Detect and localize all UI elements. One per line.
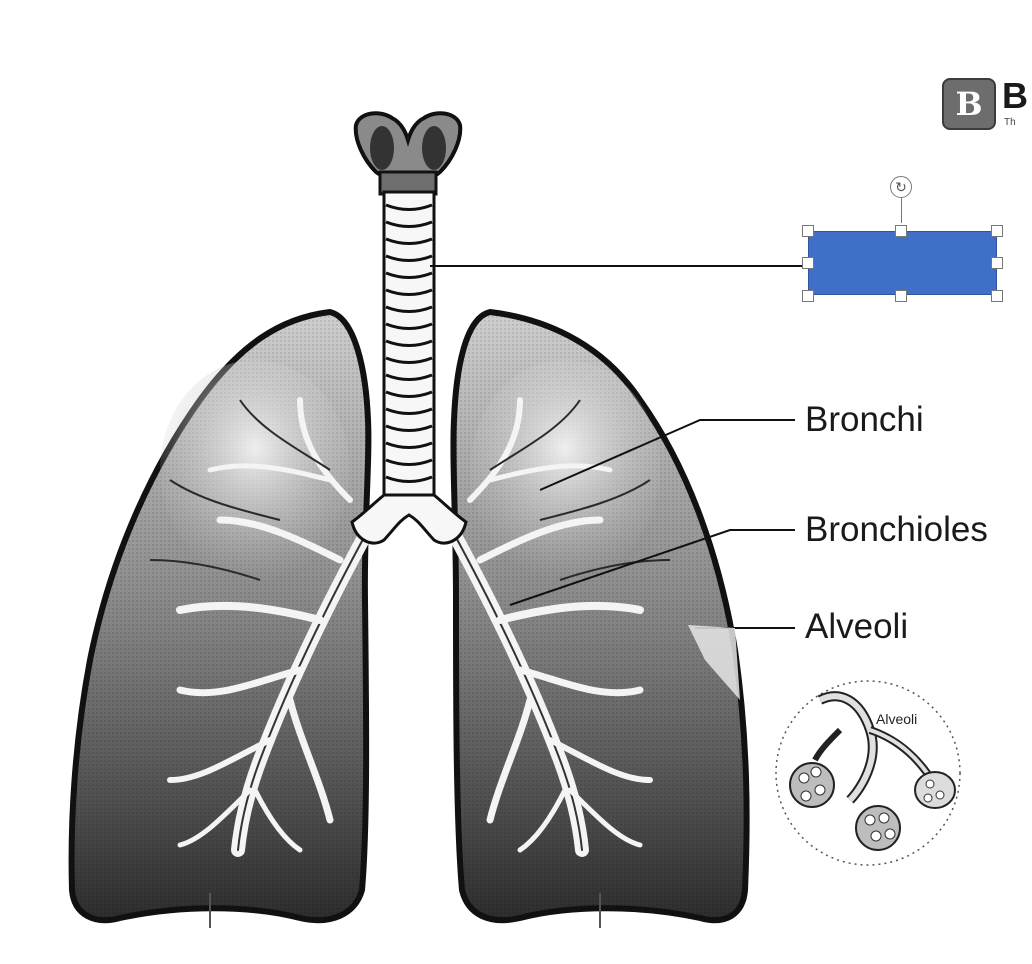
resize-handle-bottom-middle[interactable]: [895, 290, 907, 302]
resize-handle-top-middle[interactable]: [895, 225, 907, 237]
logo-wordmark: B: [1002, 78, 1028, 116]
trachea: [350, 190, 468, 545]
alveoli-region: [688, 625, 740, 700]
inset-label-alveoli: Alveoli: [876, 711, 918, 727]
logo-mark-icon: B: [942, 78, 996, 130]
resize-handle-top-left[interactable]: [802, 225, 814, 237]
bronchial-tree-left: [167, 397, 375, 857]
selected-label-box[interactable]: [808, 231, 997, 295]
resize-handle-bottom-right[interactable]: [991, 290, 1003, 302]
larynx: [353, 111, 463, 196]
logo-tagline: Th: [1004, 117, 1016, 128]
rotate-handle-icon[interactable]: ↻: [890, 176, 912, 198]
leader-line-bronchioles: [509, 529, 795, 606]
resize-handle-middle-left[interactable]: [802, 257, 814, 269]
resize-handle-middle-right[interactable]: [991, 257, 1003, 269]
label-bronchioles[interactable]: Bronchioles: [805, 510, 988, 549]
alveoli-inset: [775, 680, 961, 866]
resize-handle-top-right[interactable]: [991, 225, 1003, 237]
brand-logo: B B Th: [942, 78, 1032, 134]
leader-line-bronchi: [539, 419, 795, 491]
bronchiole-lines: [149, 399, 671, 581]
label-bronchi[interactable]: Bronchi: [805, 400, 924, 439]
label-alveoli[interactable]: Alveoli: [805, 607, 909, 646]
rotate-handle-stem: [901, 198, 902, 223]
bronchial-tree-right: [445, 397, 653, 857]
resize-handle-bottom-left[interactable]: [802, 290, 814, 302]
